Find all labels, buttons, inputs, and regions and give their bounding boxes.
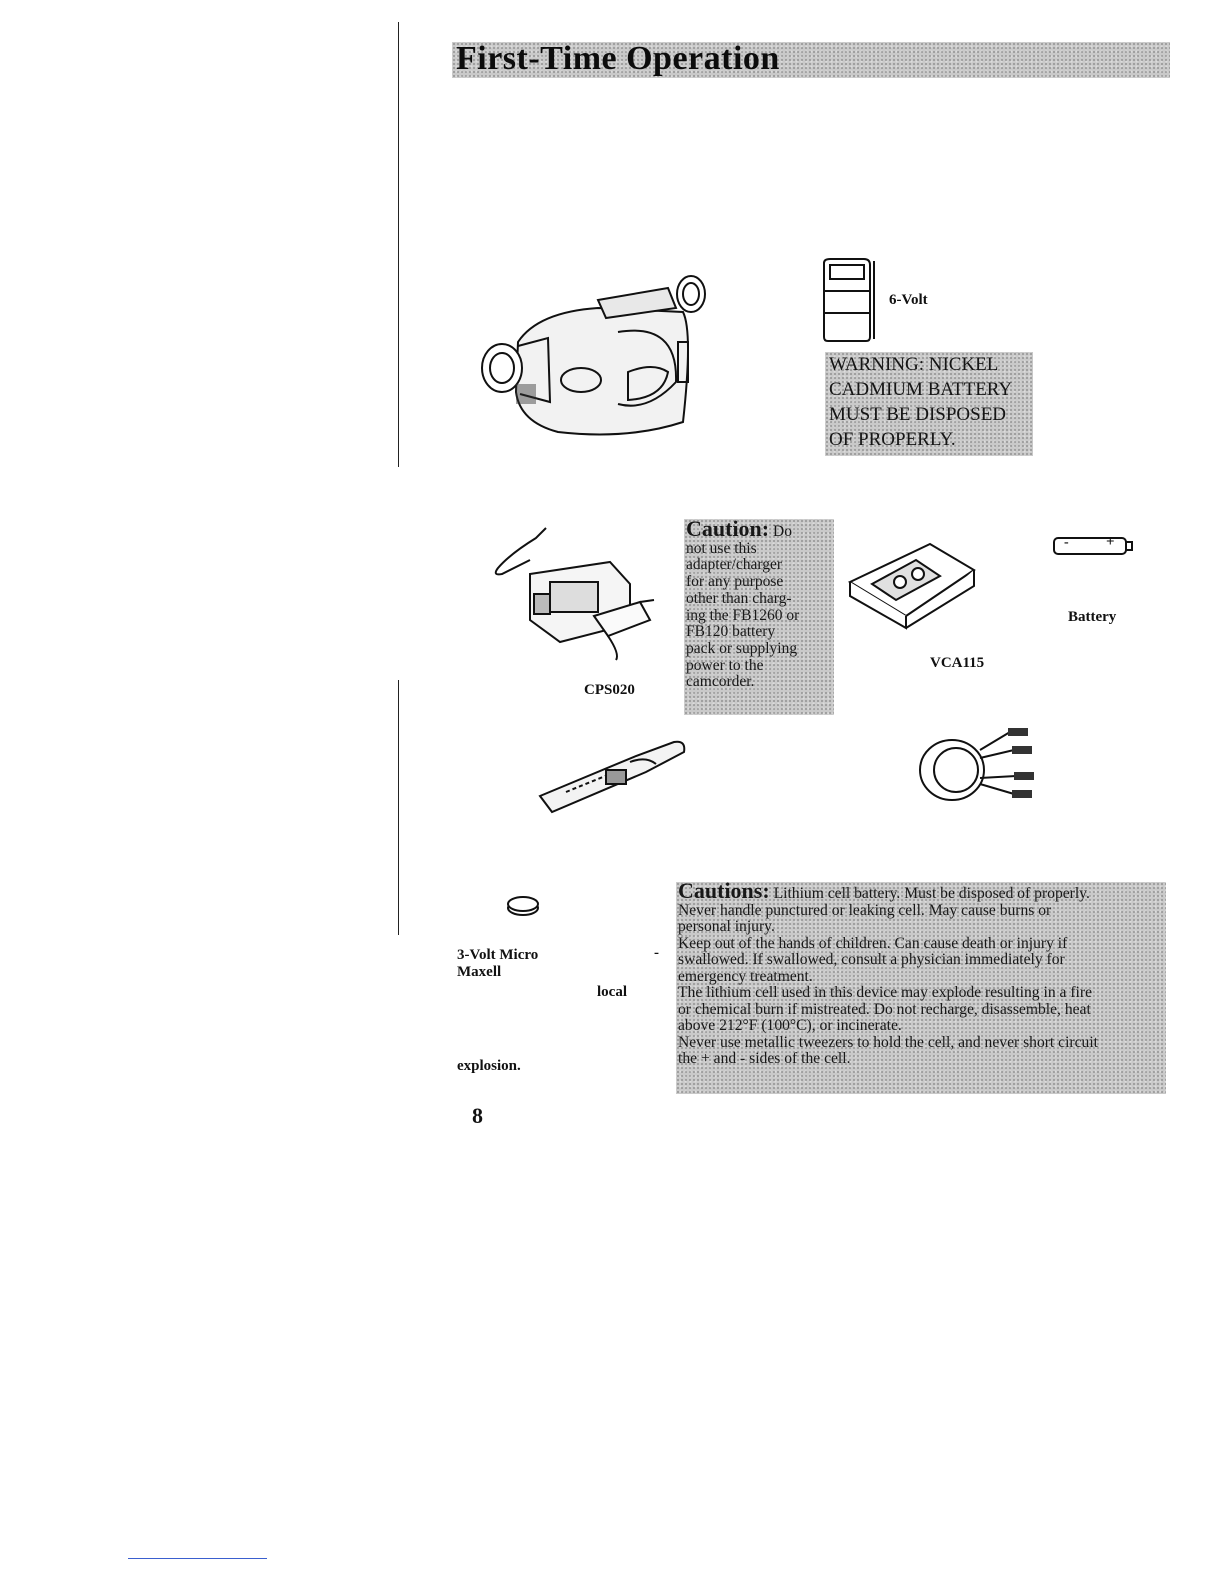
aa-battery-plus: + <box>1106 534 1115 550</box>
micro-battery-line4: explosion. <box>457 1058 521 1074</box>
charger-label: CPS020 <box>584 682 635 698</box>
micro-battery-dash: - <box>654 945 659 961</box>
battery-label: 6-Volt <box>889 292 928 308</box>
micro-battery-line1: 3-Volt Micro <box>457 947 539 963</box>
cassette-adapter-label: VCA115 <box>930 655 985 671</box>
page-title: First-Time Operation <box>456 40 780 77</box>
shoulder-strap-illustration <box>538 740 686 814</box>
cautions-heading: Cautions: <box>678 878 770 903</box>
warning-text: WARNING: NICKEL CADMIUM BATTERY MUST BE … <box>829 354 1013 450</box>
ac-adapter-charger-illustration <box>494 527 655 661</box>
cautions-body: Lithium cell battery. Must be disposed o… <box>678 885 1098 1067</box>
caution-text: Caution: Do not use this adapter/charger… <box>686 518 836 691</box>
caution-body: Do not use this adapter/charger for any … <box>686 523 800 691</box>
av-cables-illustration <box>919 728 1034 801</box>
battery-pack-illustration <box>823 258 875 342</box>
margin-rule-lower <box>398 680 399 935</box>
micro-battery-line3: local <box>597 984 627 1000</box>
cautions-box <box>676 882 1166 1094</box>
bottom-rule <box>128 1558 267 1559</box>
caution-box <box>684 519 834 715</box>
aa-battery-illustration <box>1053 537 1133 555</box>
page-number: 8 <box>472 1103 483 1128</box>
cassette-adapter-illustration <box>847 542 976 630</box>
camcorder-illustration <box>481 275 706 436</box>
margin-rule-upper <box>398 22 399 467</box>
lithium-cell-illustration <box>507 896 539 916</box>
aa-battery-label: Battery <box>1068 609 1117 625</box>
micro-battery-line2: Maxell <box>457 964 502 980</box>
cautions-text: Cautions: Lithium cell battery. Must be … <box>678 880 1166 1068</box>
title-bar <box>452 42 1170 78</box>
caution-heading: Caution: <box>686 516 770 541</box>
aa-battery-minus: - <box>1064 535 1069 550</box>
warning-box <box>825 352 1033 456</box>
